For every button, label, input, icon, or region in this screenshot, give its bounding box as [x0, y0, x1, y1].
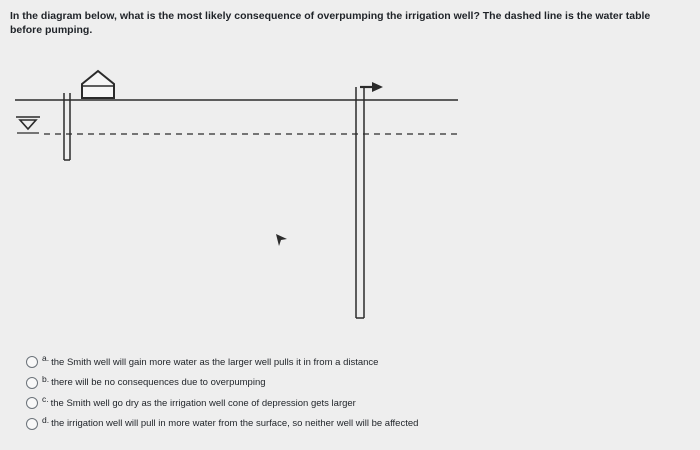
- question-text: In the diagram below, what is the most l…: [10, 10, 651, 36]
- option-b-radio[interactable]: [26, 376, 38, 389]
- option-b[interactable]: b. there will be no consequences due to …: [26, 373, 646, 394]
- option-a-radio[interactable]: [26, 356, 38, 369]
- option-c-text: the Smith well go dry as the irrigation …: [50, 397, 356, 409]
- pump-flag-icon: [360, 82, 383, 92]
- option-c[interactable]: c. the Smith well go dry as the irrigati…: [26, 393, 646, 414]
- answer-options: a. the Smith well will gain more water a…: [26, 352, 646, 434]
- option-a[interactable]: a. the Smith well will gain more water a…: [26, 352, 646, 373]
- option-d[interactable]: d. the irrigation well will pull in more…: [26, 414, 646, 435]
- option-a-letter: a.: [42, 353, 50, 364]
- option-b-text: there will be no consequences due to ove…: [51, 377, 266, 389]
- option-c-letter: c.: [42, 394, 49, 405]
- option-d-text: the irrigation well will pull in more wa…: [51, 418, 419, 430]
- option-b-letter: b.: [42, 373, 50, 384]
- option-d-letter: d.: [42, 414, 50, 425]
- smith-well: [63, 93, 71, 161]
- irrigation-well: [355, 87, 365, 319]
- water-table-symbol-icon: [16, 116, 40, 134]
- option-c-radio[interactable]: [26, 397, 38, 410]
- option-d-radio[interactable]: [26, 417, 38, 430]
- house-icon: [81, 69, 115, 99]
- option-a-text: the Smith well will gain more water as t…: [51, 356, 379, 368]
- cursor-arrow-icon: [276, 234, 287, 246]
